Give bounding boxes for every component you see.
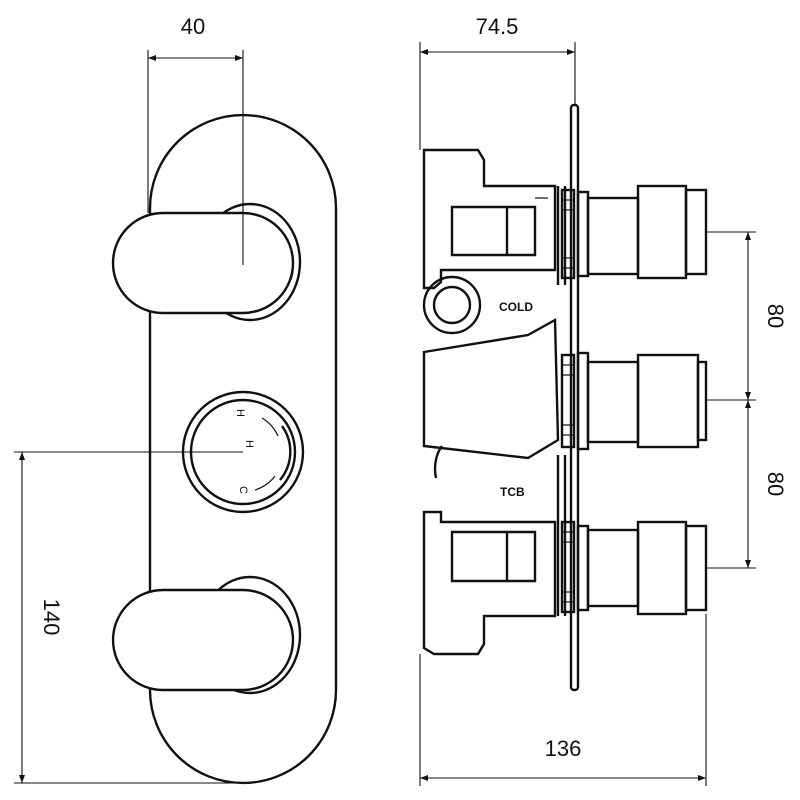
- bottom-lever-handle: [111, 575, 302, 695]
- dimension-label-spacing-upper: 80: [763, 304, 788, 328]
- dial-mark-cold: C: [237, 486, 249, 494]
- dimension-side-depth: 74.5: [419, 14, 576, 150]
- dimension-label-side-total: 136: [545, 736, 582, 761]
- front-view: H H C 40 140: [14, 14, 338, 785]
- top-lever-handle: [111, 202, 302, 322]
- dial-mark-hot-right: H: [243, 440, 255, 448]
- dimension-label-side-depth: 74.5: [476, 14, 519, 39]
- bottom-cartridge: [560, 520, 708, 616]
- front-faceplate: [148, 113, 338, 785]
- label-tcb: TCB: [500, 485, 525, 499]
- dimension-front-width: 40: [147, 14, 244, 265]
- side-view: COLD TCB: [419, 14, 788, 786]
- middle-cartridge: [560, 351, 708, 451]
- dial-mark-hot-left: H: [234, 409, 246, 417]
- dimension-label-front-width: 40: [181, 14, 205, 39]
- top-cartridge: [560, 184, 708, 280]
- dimension-front-height: 140: [14, 451, 243, 784]
- cold-inlet: [422, 275, 482, 335]
- dimension-spacing: 80 80: [706, 231, 788, 569]
- label-cold: COLD: [499, 300, 533, 314]
- dimension-side-total: 136: [419, 614, 707, 786]
- mid-body-taper: [422, 317, 560, 460]
- dimension-label-front-height: 140: [39, 599, 64, 636]
- dimension-label-spacing-lower: 80: [763, 472, 788, 496]
